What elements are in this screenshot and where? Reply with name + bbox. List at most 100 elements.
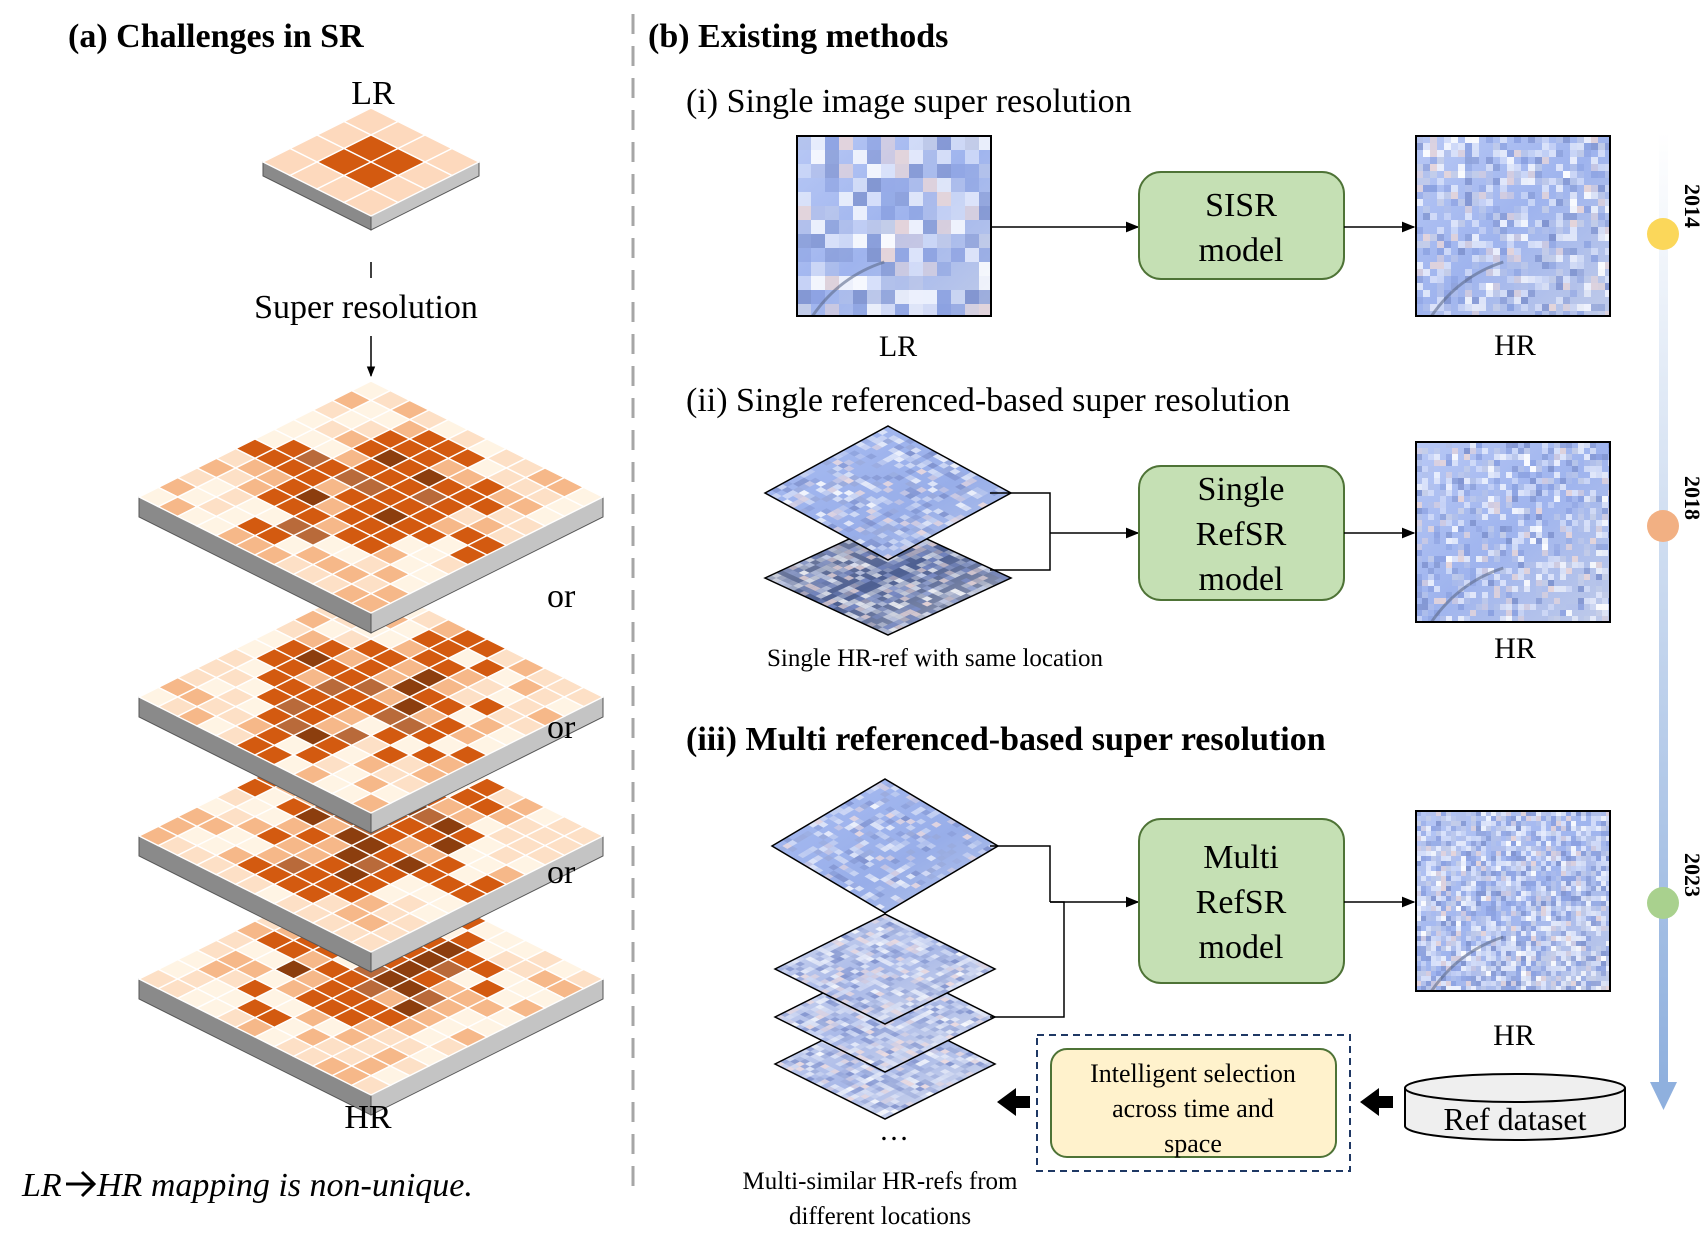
image-pixel: [1556, 826, 1561, 831]
image-pixel: [1506, 941, 1511, 946]
rhombus-pixel: [930, 984, 940, 989]
rhombus-pixel: [927, 468, 939, 475]
rhombus-pixel: [910, 453, 922, 460]
image-pixel: [1602, 520, 1608, 526]
image-pixel: [1466, 871, 1471, 876]
image-pixel: [1526, 941, 1531, 946]
rhombus-pixel: [900, 974, 910, 979]
image-pixel: [1530, 460, 1536, 466]
image-pixel: [1506, 921, 1511, 926]
image-pixel: [1541, 981, 1546, 986]
rhombus-pixel: [843, 554, 855, 560]
image-pixel: [1531, 956, 1536, 961]
rhombus-pixel: [926, 812, 937, 819]
image-pixel: [1521, 816, 1526, 821]
image-pixel: [1541, 871, 1546, 876]
image-pixel: [1511, 826, 1516, 831]
image-pixel: [1494, 508, 1500, 514]
image-pixel: [1426, 846, 1431, 851]
image-pixel: [1570, 199, 1577, 206]
image-pixel: [1481, 986, 1486, 991]
image-pixel: [965, 290, 979, 304]
sisr-model-box: [1138, 171, 1345, 280]
image-pixel: [1500, 604, 1506, 610]
image-pixel: [1606, 921, 1610, 926]
image-pixel: [1591, 255, 1598, 262]
image-pixel: [1466, 931, 1471, 936]
image-pixel: [1542, 227, 1549, 234]
image-pixel: [1590, 562, 1596, 568]
rhombus-pixel: [854, 842, 865, 850]
image-pixel: [1584, 150, 1591, 157]
image-pixel: [1576, 981, 1581, 986]
image-pixel: [1446, 856, 1451, 861]
image-pixel: [1591, 304, 1598, 311]
image-pixel: [1446, 886, 1451, 891]
image-pixel: [1426, 856, 1431, 861]
rhombus-pixel: [792, 836, 803, 843]
image-pixel: [1560, 454, 1566, 460]
image-pixel: [1446, 472, 1452, 478]
rhombus-pixel: [890, 1099, 900, 1104]
image-pixel: [1456, 816, 1461, 821]
image-pixel: [1446, 568, 1452, 574]
image-pixel: [1531, 851, 1536, 856]
timeline-year-2023: 2023: [1680, 853, 1705, 897]
rhombus-pixel: [882, 609, 894, 615]
rhombus-pixel: [920, 827, 932, 834]
image-pixel: [1531, 881, 1536, 886]
rhombus-pixel: [904, 474, 916, 481]
image-pixel: [1431, 966, 1436, 971]
image-pixel: [951, 220, 965, 234]
image-pixel: [1494, 448, 1500, 454]
image-pixel: [1551, 936, 1556, 941]
image-pixel: [1561, 956, 1566, 961]
rhombus-pixel: [966, 580, 978, 586]
rhombus-pixel: [843, 585, 855, 591]
image-pixel: [1561, 906, 1566, 911]
image-pixel: [1481, 916, 1486, 921]
image-pixel: [1521, 881, 1526, 886]
image-pixel: [1496, 891, 1501, 896]
image-pixel: [1531, 961, 1536, 966]
image-pixel: [1465, 297, 1472, 304]
image-pixel: [1596, 946, 1601, 951]
image-pixel: [1470, 460, 1476, 466]
image-pixel: [909, 290, 923, 304]
image-pixel: [1436, 961, 1441, 966]
image-pixel: [965, 304, 979, 316]
image-pixel: [1496, 981, 1501, 986]
image-pixel: [1516, 951, 1521, 956]
image-pixel: [1570, 220, 1577, 227]
rhombus-pixel: [798, 477, 810, 484]
image-pixel: [1571, 916, 1576, 921]
image-pixel: [881, 262, 895, 276]
rhombus-pixel: [904, 468, 916, 475]
image-pixel: [1466, 876, 1471, 881]
image-pixel: [895, 192, 909, 206]
image-pixel: [1471, 856, 1476, 861]
image-pixel: [1491, 831, 1496, 836]
image-pixel: [1476, 981, 1481, 986]
image-pixel: [1507, 234, 1514, 241]
image-pixel: [1541, 826, 1546, 831]
image-pixel: [1464, 502, 1470, 508]
image-pixel: [1481, 866, 1486, 871]
image-pixel: [1584, 586, 1590, 592]
rhombus-pixel: [904, 541, 916, 548]
rhombus-pixel: [899, 575, 911, 581]
image-pixel: [1554, 442, 1560, 448]
image-pixel: [825, 206, 839, 220]
rhombus-pixel: [895, 991, 905, 997]
image-pixel: [1486, 916, 1491, 921]
rhombus-pixel: [876, 435, 888, 442]
rhombus-pixel: [830, 1054, 840, 1059]
image-pixel: [1494, 460, 1500, 466]
image-pixel: [1452, 598, 1458, 604]
image-pixel: [881, 290, 895, 304]
image-pixel: [1426, 981, 1431, 986]
image-pixel: [1479, 255, 1486, 262]
rhombus-pixel: [807, 864, 819, 871]
image-pixel: [1521, 981, 1526, 986]
